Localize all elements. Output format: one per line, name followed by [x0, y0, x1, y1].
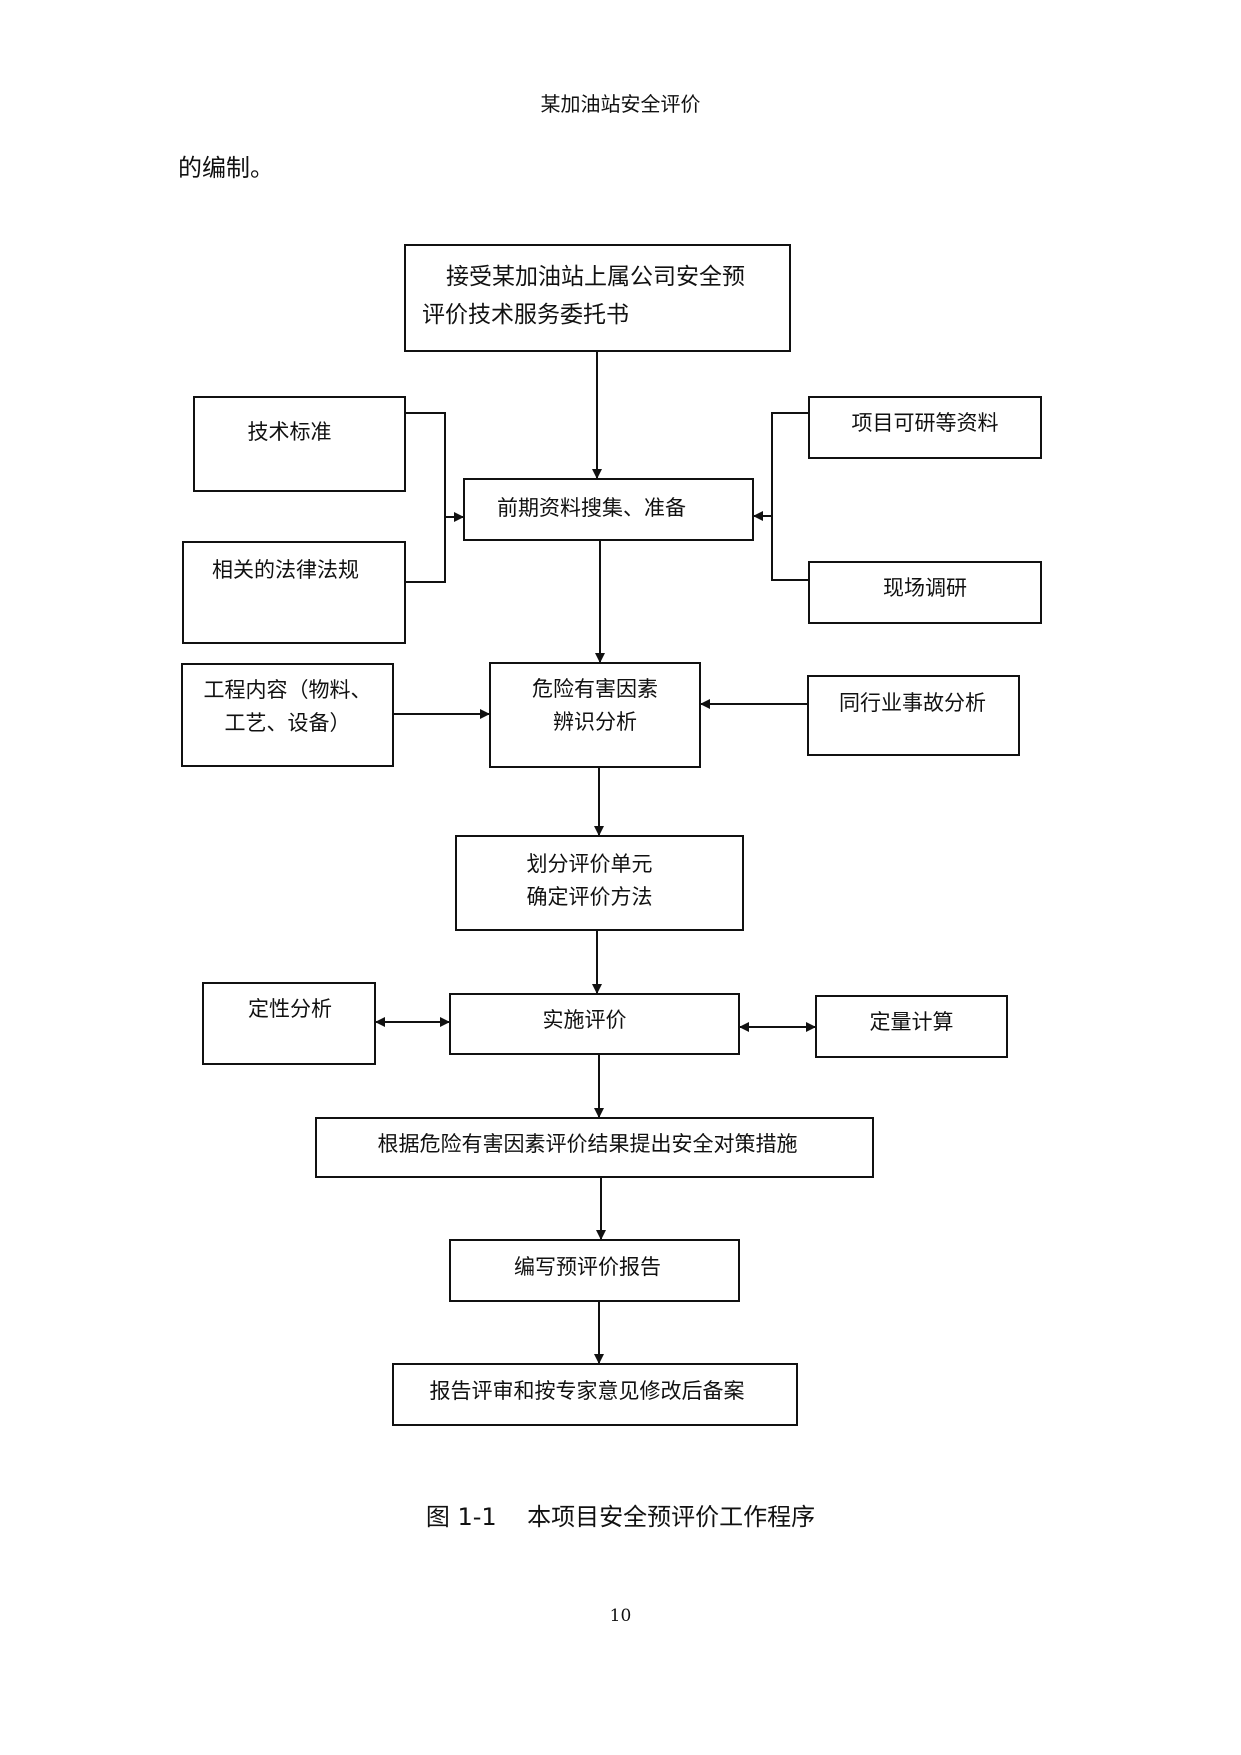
box-engineering-line1: 工程内容（物料、: [203, 678, 372, 702]
box-laws-label: 相关的法律法规: [212, 558, 359, 582]
box-hazard-line1: 危险有害因素: [532, 677, 658, 701]
bracket-right-inputs: [771, 412, 808, 581]
box-feasibility-label: 项目可研等资料: [851, 411, 999, 435]
box-commission: 接受某加油站上属公司安全预 评价技术服务委托书: [404, 244, 791, 352]
box-measures: 根据危险有害因素评价结果提出安全对策措施: [315, 1117, 874, 1178]
figure-caption: 图 1-1 本项目安全预评价工作程序: [425, 1503, 816, 1531]
box-engineering: 工程内容（物料、 工艺、设备）: [181, 663, 394, 767]
page-header: 某加油站安全评价: [540, 92, 701, 116]
intro-text: 的编制。: [178, 154, 274, 182]
box-division-line2: 确定评价方法: [526, 885, 653, 909]
box-commission-line1: 接受某加油站上属公司安全预: [446, 264, 745, 290]
box-collection-label: 前期资料搜集、准备: [497, 496, 686, 520]
box-laws: 相关的法律法规: [182, 541, 406, 644]
box-qualitative-label: 定性分析: [248, 997, 332, 1021]
box-write-report-label: 编写预评价报告: [514, 1255, 661, 1279]
box-review-label: 报告评审和按专家意见修改后备案: [429, 1379, 745, 1403]
box-quantitative-label: 定量计算: [869, 1010, 954, 1034]
box-site-survey: 现场调研: [808, 561, 1042, 624]
box-tech-standards-label: 技术标准: [247, 420, 332, 444]
box-site-survey-label: 现场调研: [883, 576, 967, 600]
box-tech-standards: 技术标准: [193, 396, 406, 492]
box-collection: 前期资料搜集、准备: [463, 478, 754, 541]
box-commission-line2: 评价技术服务委托书: [422, 302, 629, 328]
box-division-line1: 划分评价单元: [526, 852, 653, 876]
box-review: 报告评审和按专家意见修改后备案: [392, 1363, 798, 1426]
box-feasibility: 项目可研等资料: [808, 396, 1042, 459]
box-hazard: 危险有害因素 辨识分析: [489, 662, 701, 768]
box-write-report: 编写预评价报告: [449, 1239, 740, 1302]
box-hazard-line2: 辨识分析: [553, 710, 637, 734]
box-measures-label: 根据危险有害因素评价结果提出安全对策措施: [377, 1132, 798, 1156]
box-quantitative: 定量计算: [815, 995, 1008, 1058]
box-implement: 实施评价: [449, 993, 740, 1055]
box-industry-accidents-label: 同行业事故分析: [839, 691, 986, 715]
box-engineering-line2: 工艺、设备）: [224, 711, 351, 735]
bracket-left-inputs: [406, 412, 446, 583]
box-division: 划分评价单元 确定评价方法: [455, 835, 744, 931]
box-implement-label: 实施评价: [542, 1008, 627, 1032]
box-qualitative: 定性分析: [202, 982, 376, 1065]
page-number: 10: [609, 1606, 632, 1626]
box-industry-accidents: 同行业事故分析: [807, 675, 1020, 756]
